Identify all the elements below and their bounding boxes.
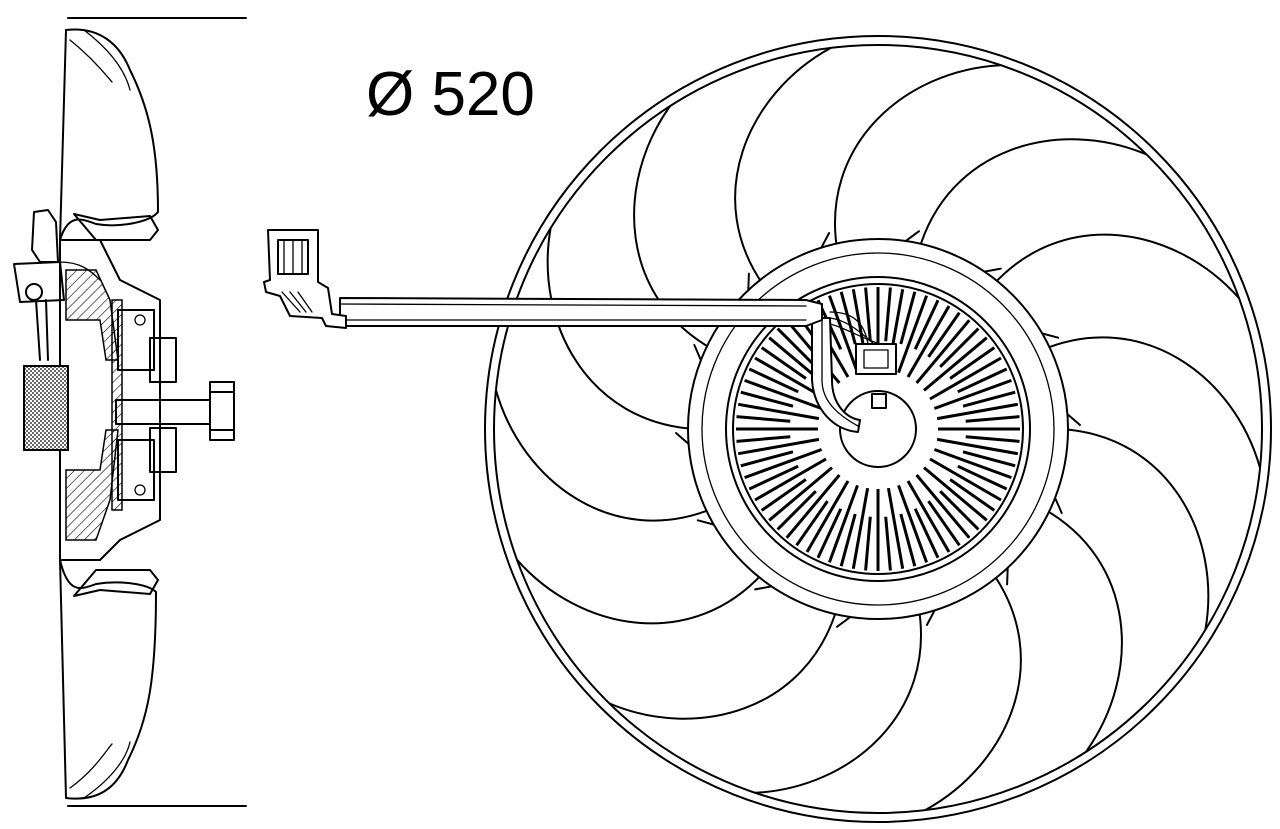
blade-edge <box>1041 336 1261 469</box>
cooling-fin <box>748 367 799 394</box>
cable-conduit <box>339 297 823 327</box>
cooling-fin <box>927 500 961 547</box>
cooling-fin <box>776 327 817 368</box>
blade-edge <box>516 558 766 625</box>
cooling-fin <box>864 516 872 571</box>
cooling-fin <box>929 457 1002 502</box>
cooling-fin <box>949 478 996 512</box>
cooling-fin <box>884 287 892 342</box>
cooling-fin <box>851 487 870 570</box>
center-square <box>871 393 887 409</box>
harness-connector <box>263 229 347 329</box>
blade-edge <box>834 64 1002 253</box>
cooling-fin <box>899 291 917 345</box>
cooling-fin <box>816 508 843 559</box>
blade-edge <box>495 389 715 522</box>
blade-edge <box>546 227 697 430</box>
cooling-fin <box>740 450 794 468</box>
cooling-fin <box>737 437 820 456</box>
cooling-fin <box>965 435 1020 443</box>
cooling-fin <box>933 448 1012 480</box>
cooling-fin <box>936 437 1019 456</box>
cooling-fin <box>839 513 857 567</box>
cooling-fin <box>962 450 1016 468</box>
cooling-fin <box>839 291 857 345</box>
cooling-fin <box>936 402 1019 421</box>
cooling-fin <box>886 487 905 570</box>
cooling-fin <box>939 327 980 368</box>
cooling-fin <box>899 513 917 567</box>
blade-edge <box>924 570 1022 812</box>
blade-edge <box>990 233 1240 300</box>
cooling-fin <box>740 390 794 408</box>
cooling-fin <box>744 378 823 410</box>
cooling-fin <box>957 367 1008 394</box>
fan-outer-ring <box>484 35 1272 823</box>
front-view <box>263 35 1272 823</box>
wire-loop <box>811 317 861 433</box>
cooling-fin <box>897 484 929 563</box>
cooling-fin <box>744 448 823 480</box>
cooling-fin <box>827 484 859 563</box>
cooling-fin <box>923 466 988 522</box>
cooling-fin <box>754 457 827 502</box>
side-connector <box>31 209 59 263</box>
blade-edge <box>734 46 832 288</box>
cooling-fin <box>864 287 872 342</box>
cooling-fin <box>915 319 971 384</box>
cooling-fin <box>929 356 1002 401</box>
blade-edge <box>754 605 922 794</box>
cooling-fin <box>737 402 820 421</box>
cooling-fin <box>957 464 1008 491</box>
front-plug <box>855 343 897 375</box>
cooling-fin <box>923 336 988 392</box>
cooling-fin <box>805 480 850 553</box>
cooling-fin <box>913 508 940 559</box>
hub-body <box>59 239 161 561</box>
cooling-fin <box>927 311 961 358</box>
fan-blades <box>495 46 1261 812</box>
cooling-fin <box>776 490 817 531</box>
clutch-center-boss <box>839 390 917 468</box>
side-motor-block <box>23 365 69 451</box>
blade-edge <box>608 605 839 720</box>
blade-profile-upper <box>59 28 159 241</box>
cooling-fin <box>768 466 833 522</box>
cooling-fin <box>748 464 799 491</box>
cooling-fin <box>906 305 951 378</box>
side-view <box>13 17 247 807</box>
fan-inner-ring <box>493 44 1263 814</box>
cooling-fin <box>965 415 1020 423</box>
diameter-dimension-label: Ø 520 <box>366 60 535 129</box>
cooling-fin <box>962 390 1016 408</box>
cooling-fin <box>736 415 791 423</box>
cooling-fin <box>906 480 951 553</box>
cooling-fin <box>760 346 807 380</box>
blade-edge <box>1059 428 1210 631</box>
blade-edge <box>917 138 1148 253</box>
cooling-fin <box>795 500 829 547</box>
cooling-fin <box>915 474 971 539</box>
cooling-fin <box>785 474 841 539</box>
blade-hub-inner <box>701 252 1055 606</box>
blade-edge <box>1041 507 1123 753</box>
cooling-fin <box>913 299 940 350</box>
cooling-fin <box>939 490 980 531</box>
blade-profile-lower <box>59 559 157 800</box>
cooling-fin <box>897 295 929 374</box>
cooling-fin <box>827 295 859 374</box>
clutch-body <box>732 283 1024 575</box>
cooling-fin <box>736 435 791 443</box>
cooling-fin <box>949 346 996 380</box>
cooling-fin <box>760 478 807 512</box>
cooling-fin <box>933 378 1012 410</box>
cooling-fin <box>884 516 892 571</box>
